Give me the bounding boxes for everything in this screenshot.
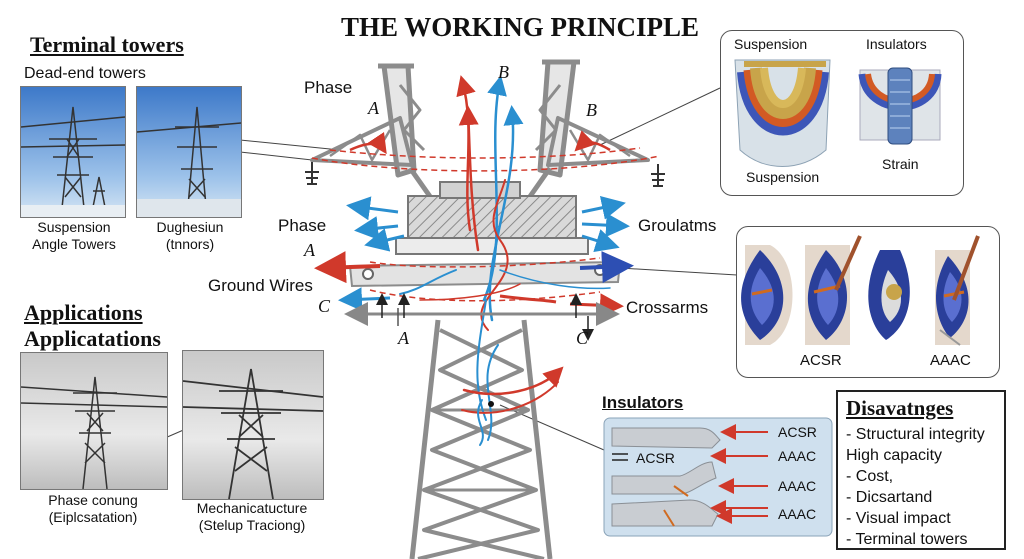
dughesiun-caption: Dughesiun (tnnors) bbox=[156, 219, 224, 252]
insulators-panel-heading: Insulators bbox=[602, 393, 684, 412]
aaac-cross-section-2 bbox=[935, 235, 980, 346]
phase-conung-caption: Phase conung (Eiplcsatation) bbox=[48, 492, 138, 525]
list-item: - Cost, bbox=[846, 468, 894, 485]
disadvantages-heading: Disavatnges bbox=[846, 396, 954, 420]
insulator-row-2: AAAC bbox=[778, 448, 817, 464]
terminal-towers-heading: Terminal towers bbox=[30, 32, 184, 57]
phase-c-bottom-label: C bbox=[576, 328, 589, 348]
mechanicatucture-caption: Mechanicatucture (Stelup Traciong) bbox=[196, 500, 308, 533]
phase-mid-label: Phase bbox=[278, 216, 327, 235]
phase-b-right-label: B bbox=[586, 100, 597, 120]
page-title: THE WORKING PRINCIPLE bbox=[340, 12, 700, 42]
insulators-panel-acsr-label: ACSR bbox=[636, 450, 675, 466]
tower-silhouette-icon bbox=[21, 376, 167, 489]
acsr-label: ACSR bbox=[800, 352, 842, 369]
list-item: - Visual impact bbox=[846, 510, 951, 527]
crossarms-label: Crossarms bbox=[626, 298, 709, 317]
hanging-insulators bbox=[305, 162, 665, 187]
conductor-types-panel bbox=[736, 226, 1000, 378]
suspension-bottom-label: Suspension bbox=[746, 169, 820, 185]
applications-heading: Applications bbox=[24, 300, 143, 325]
insulator-panel-drawing bbox=[603, 417, 833, 537]
list-item: High capacity bbox=[846, 447, 943, 464]
insulator-row-4: AAAC bbox=[778, 506, 817, 522]
strain-label: Strain bbox=[882, 156, 919, 172]
current-flow-lines bbox=[399, 75, 611, 446]
disadvantages-list: - Structural integrity High capacity - C… bbox=[846, 424, 985, 550]
ground-wires-label: Ground Wires bbox=[208, 276, 313, 295]
acsr-cross-section-1 bbox=[741, 245, 793, 345]
suspension-top-label: Suspension bbox=[734, 36, 808, 52]
phase-b-top-label: B bbox=[498, 62, 509, 82]
field-arrows bbox=[346, 195, 630, 253]
phase-a-top-label: A bbox=[368, 98, 379, 118]
vertical-arrows bbox=[376, 293, 594, 341]
crossarm-beam bbox=[348, 260, 622, 288]
insulator-row-1: ACSR bbox=[778, 424, 817, 440]
list-item: - Dicsartand bbox=[846, 489, 933, 506]
acsr-cross-section-2 bbox=[805, 235, 862, 345]
suspension-angle-caption: Suspension Angle Towers bbox=[32, 219, 116, 252]
phase-conductors bbox=[311, 130, 661, 302]
tower-lattice bbox=[310, 59, 650, 559]
tower-silhouette-icon bbox=[21, 106, 125, 217]
insulator-types-panel bbox=[720, 30, 964, 196]
insulator-row-3: AAAC bbox=[778, 478, 817, 494]
list-item: - Structural integrity bbox=[846, 426, 985, 443]
aaac-label: AAAC bbox=[930, 352, 971, 369]
suspension-angle-tower-photo bbox=[20, 86, 126, 218]
insulator-panel-arrows bbox=[710, 424, 768, 524]
strain-insulator-drawing bbox=[858, 67, 942, 145]
applications-subheading: Applicatations bbox=[24, 326, 161, 351]
dead-end-towers-label: Dead-end towers bbox=[24, 65, 146, 82]
phase-conung-photo bbox=[20, 352, 168, 490]
phase-a-mid-label: A bbox=[304, 240, 315, 260]
suspension-insulator-drawing bbox=[734, 59, 831, 167]
tower-silhouette-icon bbox=[137, 106, 241, 217]
groulatms-label: Groulatms bbox=[638, 216, 717, 235]
phase-a-bottom-label: A bbox=[398, 328, 409, 348]
phase-top-label: Phase bbox=[304, 78, 353, 97]
insulators-label: Insulators bbox=[866, 36, 927, 52]
list-item: - Terminal towers bbox=[846, 531, 968, 548]
tower-silhouette-icon bbox=[183, 368, 323, 499]
disadvantages-panel: Disavatnges - Structural integrity High … bbox=[836, 390, 1006, 550]
tower-cap-block bbox=[395, 181, 589, 255]
phase-c-left-label: C bbox=[318, 296, 331, 316]
aaac-cross-section-1 bbox=[868, 250, 910, 340]
mechanicatucture-photo bbox=[182, 350, 324, 500]
dughesiun-tower-photo bbox=[136, 86, 242, 218]
